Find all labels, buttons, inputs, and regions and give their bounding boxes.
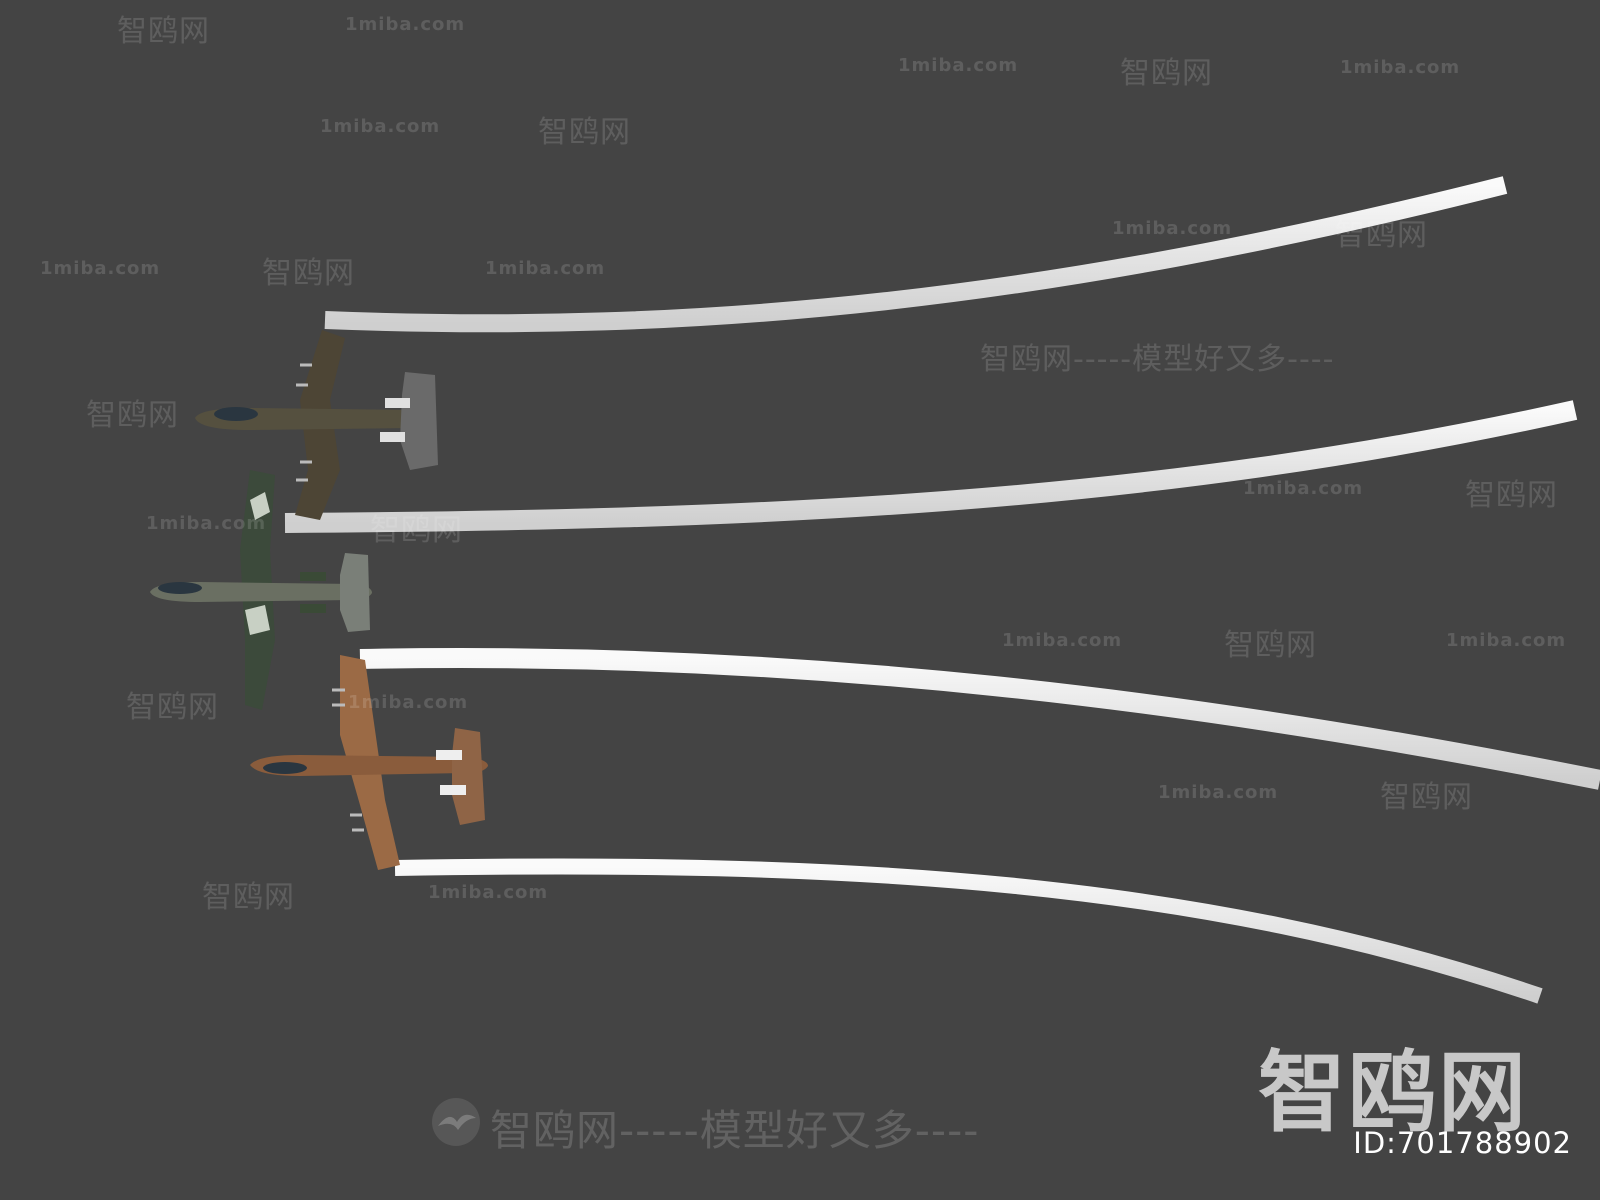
watermark-brand: 智鸥网 [117, 14, 210, 49]
smoke-trail-2 [284, 400, 1578, 533]
watermark-brand: 智鸥网 [1224, 628, 1317, 663]
watermark-slogan: 智鸥网-----模型好又多---- [980, 342, 1335, 377]
watermark-brand: 智鸥网 [1120, 56, 1213, 91]
jet-icon [150, 470, 372, 710]
aircraft-green-camo [150, 470, 372, 710]
watermark-brand: 智鸥网 [202, 880, 295, 915]
smoke-trail-4 [394, 858, 1543, 1004]
watermark-brand: 智鸥网 [1335, 218, 1428, 253]
watermark-brand: 智鸥网 [86, 398, 179, 433]
watermark-url: 1miba.com [898, 55, 1019, 76]
watermark-url: 1miba.com [1112, 218, 1233, 239]
watermark-slogan-bottom: 智鸥网-----模型好又多---- [490, 1106, 980, 1155]
smoke-trail-3 [359, 647, 1600, 790]
aircraft-desert-camo [250, 655, 488, 870]
aircraft-dark-camo [195, 330, 438, 520]
watermark-url: 1miba.com [1340, 57, 1461, 78]
jet-icon [195, 330, 438, 520]
watermark-url: 1miba.com [1243, 478, 1364, 499]
watermark-url: 1miba.com [348, 692, 469, 713]
watermark-brand: 智鸥网 [1465, 478, 1558, 513]
watermark-brand: 智鸥网 [262, 256, 355, 291]
model-id-label: ID:701788902 [1353, 1126, 1572, 1160]
watermark-brand: 智鸥网 [126, 690, 219, 725]
watermark-url: 1miba.com [146, 513, 267, 534]
watermark-url: 1miba.com [40, 258, 161, 279]
smoke-trail-1 [324, 176, 1508, 333]
brand-logo-text: 智鸥网 [1257, 1041, 1528, 1144]
watermark-url: 1miba.com [1002, 630, 1123, 651]
watermark-url: 1miba.com [345, 14, 466, 35]
watermark-url: 1miba.com [320, 116, 441, 137]
watermark-url: 1miba.com [428, 882, 549, 903]
watermark-brand: 智鸥网 [538, 115, 631, 150]
watermark-url: 1miba.com [1158, 782, 1279, 803]
watermark-url: 1miba.com [1446, 630, 1567, 651]
watermark-brand: 智鸥网 [1380, 780, 1473, 815]
watermark-brand: 智鸥网 [370, 513, 463, 548]
seagull-icon [432, 1098, 480, 1146]
jet-icon [250, 655, 488, 870]
watermark-url: 1miba.com [485, 258, 606, 279]
